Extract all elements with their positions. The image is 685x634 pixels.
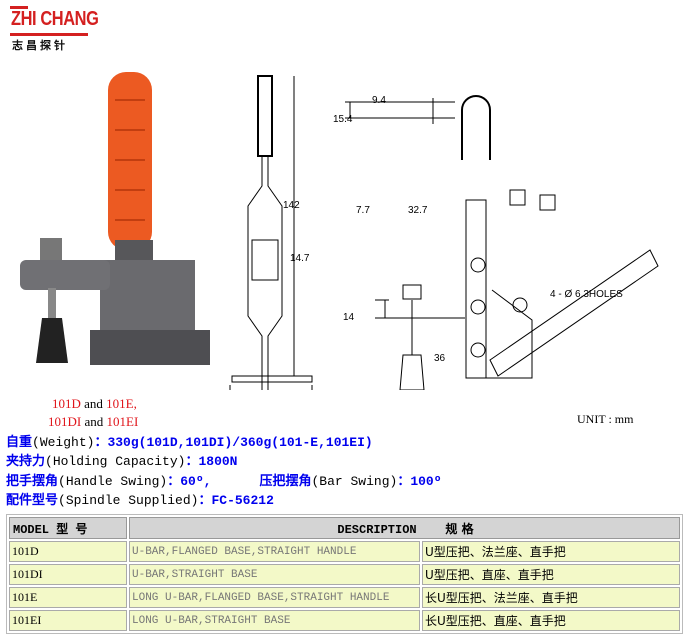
front-view [345,95,659,390]
product-photo [20,72,210,365]
weight-cn: 自重 [6,435,33,450]
cell-model: 101E [9,587,127,608]
model-line-2: 101DI and 101EI [48,414,138,430]
handle-en: (Handle Swing) [58,474,168,489]
bar-value: 100º [410,474,442,489]
logo-brand: ZHI CHANG [11,8,99,30]
spec-holding: 夹持力(Holding Capacity)：1800N [6,454,237,470]
spindle-value: FC-56212 [211,493,274,508]
sep: ： [94,435,108,450]
bar-cn: 压把摆角 [259,474,312,489]
handle-value: 60º, [180,474,212,489]
model-101di: 101DI [48,414,82,429]
dim-14-7: 14.7 [290,253,310,264]
holding-cn: 夹持力 [6,454,46,469]
cell-model: 101DI [9,564,127,585]
holes-label: 4 - Ø 6.3HOLES [550,289,623,300]
sep: ： [198,493,212,508]
handle-cn: 把手摆角 [6,474,59,489]
cell-desc: LONG U-BAR,STRAIGHT BASE [129,610,420,631]
side-view [229,75,313,390]
spec-spindle: 配件型号(Spindle Supplied)：FC-56212 [6,493,274,509]
spindle-cn: 配件型号 [6,493,59,508]
sep: ： [185,454,199,469]
cell-desc-cn: U型压把、法兰座、直手把 [422,541,680,562]
sep: ： [167,474,181,489]
dim-15-4: 15.4 [333,114,353,125]
spec-swing: 把手摆角(Handle Swing)：60º,压把摆角(Bar Swing)：1… [6,474,442,490]
table-header: MODEL 型 号 DESCRIPTION 规 格 [9,517,680,539]
cell-desc-cn: 长U型压把、法兰座、直手把 [422,587,680,608]
cell-model: 101EI [9,610,127,631]
cell-desc-cn: U型压把、直座、直手把 [422,564,680,585]
dim-142: 142 [283,200,300,211]
header-desc-en: DESCRIPTION [337,522,417,537]
and-text: and [80,396,107,411]
holding-value: 1800N [198,454,238,469]
header-description: DESCRIPTION 规 格 [129,517,680,539]
and-text: and [81,414,107,429]
cell-desc: LONG U-BAR,FLANGED BASE,STRAIGHT HANDLE [129,587,420,608]
bar-en: (Bar Swing) [311,474,398,489]
dim-32-7: 32.7 [408,205,428,216]
cell-model: 101D [9,541,127,562]
dim-14: 14 [343,312,355,323]
holding-en: (Holding Capacity) [45,454,186,469]
cell-desc: U-BAR,FLANGED BASE,STRAIGHT HANDLE [129,541,420,562]
company-logo: ZHI CHANG 志昌探针 [8,4,99,54]
header-desc-cn: 规 格 [445,521,474,536]
unit-label: UNIT : mm [577,412,634,426]
model-101e: 101E, [106,396,137,411]
spindle-en: (Spindle Supplied) [58,493,199,508]
dim-9-4: 9.4 [372,95,386,106]
model-101ei: 101EI [106,414,139,429]
header-model: MODEL 型 号 [9,517,127,539]
weight-value: 330g(101D,101DI)/360g(101-E,101EI) [107,435,373,450]
cell-desc-cn: 长U型压把、直座、直手把 [422,610,680,631]
cell-desc: U-BAR,STRAIGHT BASE [129,564,420,585]
weight-en: (Weight) [32,435,95,450]
model-101d: 101D [52,396,81,411]
model-line-1: 101D and 101E, [52,396,137,412]
dim-36: 36 [434,353,446,364]
dim-7-7: 7.7 [356,205,370,216]
sep: ： [397,474,411,489]
spec-weight: 自重(Weight)：330g(101D,101DI)/360g(101-E,1… [6,435,373,451]
product-drawings: 142 14.7 3 31 42 9.4 15.4 7.7 32.7 14 36… [20,72,659,390]
logo-chinese: 志昌探针 [12,39,68,52]
